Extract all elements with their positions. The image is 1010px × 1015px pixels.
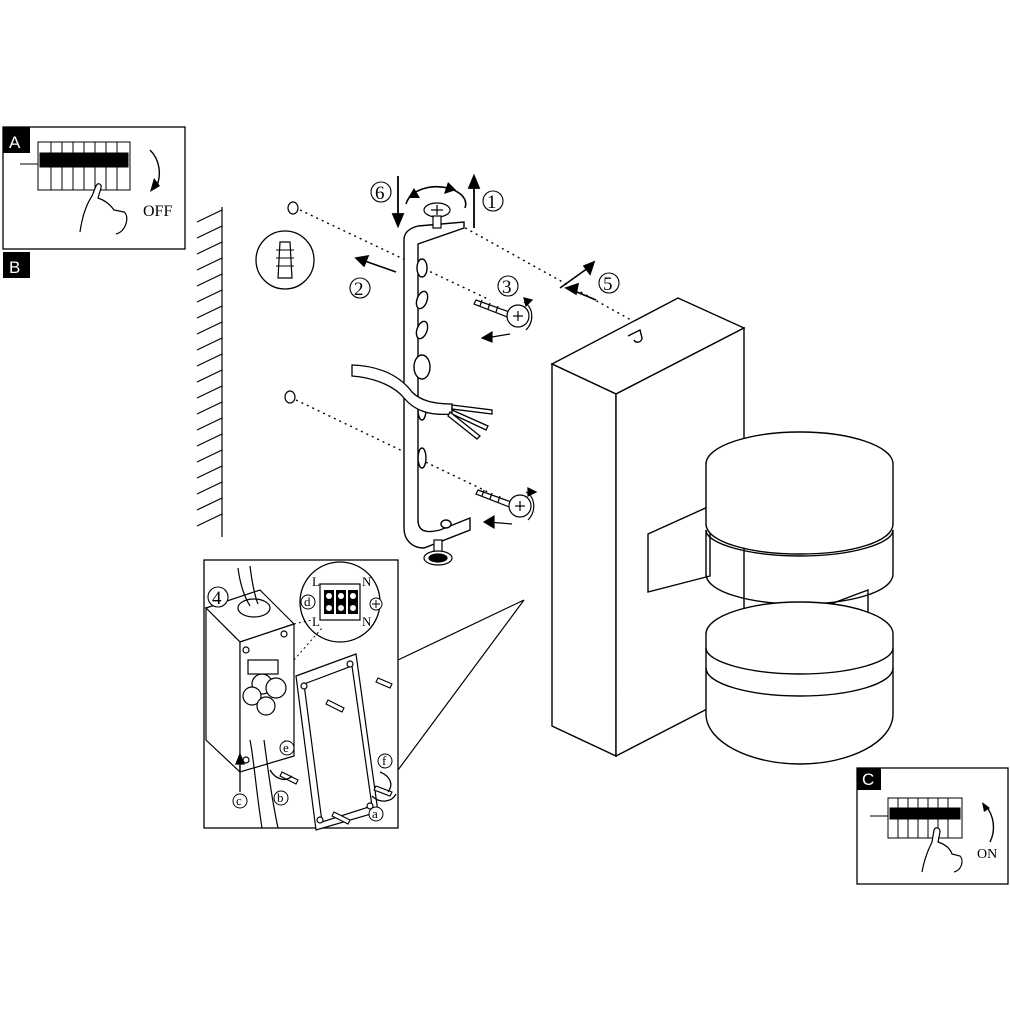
wall-screw-upper	[473, 297, 534, 343]
substep-c: c	[236, 793, 242, 808]
panel-a-letter-box	[3, 127, 30, 153]
step-numbers: 1 2 3 4 5 6	[212, 183, 613, 609]
substep-letters: a b c d e f	[236, 594, 387, 821]
substep-a: a	[372, 806, 378, 821]
wall-lamp	[550, 297, 894, 765]
substep-f: f	[382, 753, 387, 768]
arrow-step-1	[467, 173, 481, 228]
junction-box	[204, 565, 296, 829]
lower-lamp-head	[705, 601, 894, 765]
arrow-step-6	[391, 176, 405, 229]
power-cable	[351, 364, 493, 440]
upper-lamp-head	[705, 431, 894, 555]
panel-arrows	[235, 752, 397, 802]
arrow-step-5	[559, 260, 597, 301]
panel-c-letter-box	[857, 768, 881, 790]
hand-icon	[79, 183, 128, 235]
breaker-bank-off	[20, 141, 131, 191]
wall-hatching	[196, 207, 223, 537]
off-label: OFF	[143, 203, 172, 220]
substep-b: b	[277, 790, 284, 805]
hand-on-icon	[921, 827, 963, 873]
wall-plug-callout	[255, 230, 315, 290]
step-2-label: 2	[354, 279, 364, 300]
top-screw	[423, 202, 451, 229]
terminal-n-top: N	[362, 574, 372, 589]
wall-screw-lower	[475, 487, 538, 530]
mounting-bracket	[403, 221, 471, 549]
substep-d: d	[304, 594, 311, 609]
lamp-left-face	[551, 362, 617, 758]
terminal-callout: L N L N	[293, 561, 383, 661]
step-3-label: 3	[502, 277, 512, 298]
step-6-label: 6	[375, 183, 385, 204]
bottom-screw	[423, 539, 453, 566]
step-callouts	[207, 181, 620, 608]
dotted-guides	[295, 209, 641, 493]
panel-b-letter: B	[9, 258, 20, 277]
substep-e: e	[283, 740, 289, 755]
step-1-label: 1	[487, 192, 497, 213]
panel-a-switch-off: A OFF	[2, 126, 186, 250]
drill-holes	[284, 201, 299, 404]
terminal-l-top: L	[312, 574, 320, 589]
junction-box-cover	[295, 653, 379, 831]
panel-a-letter: A	[9, 133, 21, 152]
junction-box-panel: L N L N	[203, 559, 525, 831]
terminal-l-bottom: L	[312, 614, 320, 629]
on-label: ON	[977, 847, 997, 862]
step-4-label: 4	[212, 588, 222, 609]
arm-connector	[647, 504, 711, 593]
terminal-n-bottom: N	[362, 614, 372, 629]
panel-b-marker: B	[3, 252, 30, 278]
step-5-label: 5	[603, 274, 613, 295]
substep-callouts	[232, 594, 393, 822]
panel-c-switch-on: C ON	[856, 767, 1009, 885]
arrow-step-2	[354, 254, 397, 273]
panel-c-letter: C	[862, 770, 874, 789]
